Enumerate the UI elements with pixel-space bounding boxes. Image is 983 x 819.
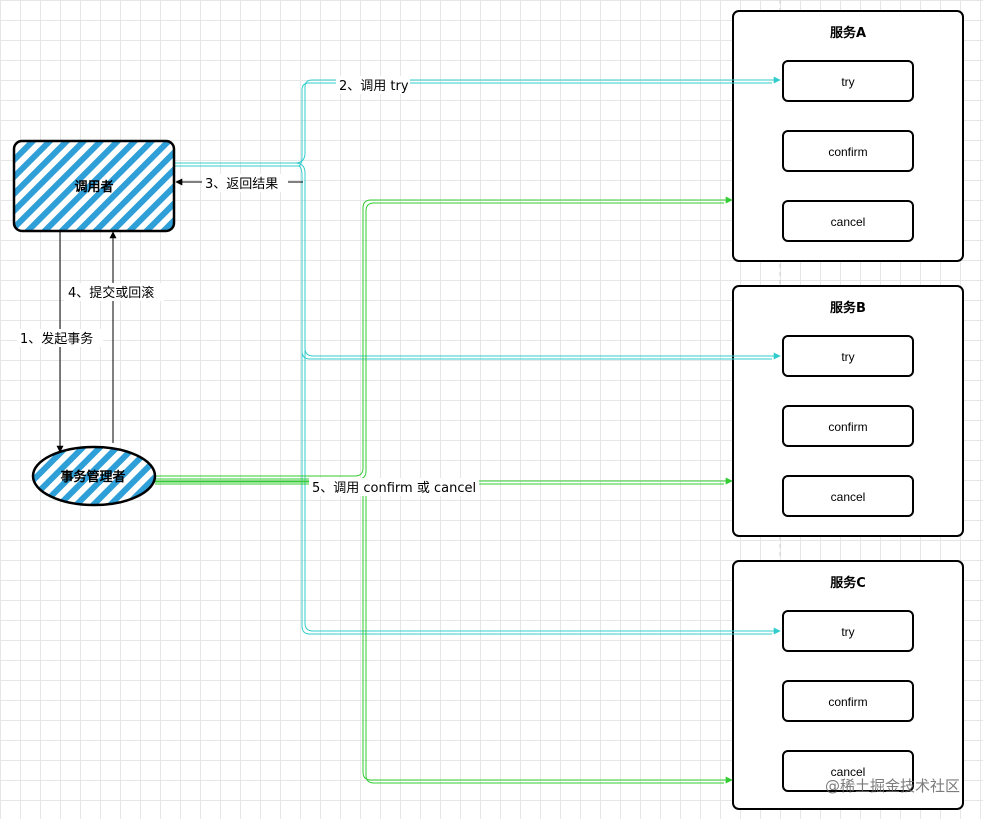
service-a-title: 服务A: [830, 25, 866, 41]
watermark: @稀土掘金技术社区: [825, 777, 960, 795]
service-c-try-box[interactable]: [782, 610, 914, 652]
service-b-try-box[interactable]: [782, 335, 914, 377]
return-result-label-bg: [202, 174, 288, 192]
service-c-confirm-box[interactable]: [782, 680, 914, 722]
service-b[interactable]: 服务B try confirm cancel: [732, 285, 964, 537]
service-c-cancel-label: cancel: [831, 765, 866, 779]
service-b-cancel-label: cancel: [831, 490, 866, 504]
initiate-label-bg: [17, 329, 103, 347]
service-a[interactable]: 服务A try confirm cancel: [732, 10, 964, 262]
tx-manager-node[interactable]: 事务管理者: [31, 445, 157, 507]
service-b-title: 服务B: [830, 300, 866, 316]
service-a-confirm-label: confirm: [828, 145, 867, 159]
confirm-arrow-a: [155, 196, 733, 477]
tx-manager-shape: [31, 445, 157, 507]
try-arrow-c-shadow: [301, 353, 772, 635]
service-a-cancel-box[interactable]: [782, 200, 914, 242]
call-confirm-cancel-label-bg: [309, 478, 479, 496]
commit-rollback-label: 4、提交或回滚: [68, 285, 154, 301]
service-c-try-label: try: [841, 625, 854, 639]
confirm-arrow-c-shadow: [155, 481, 724, 784]
return-result-label: 3、返回结果: [205, 177, 278, 192]
caller-label: 调用者: [74, 179, 113, 195]
caller-shape: [12, 139, 176, 233]
try-arrow-a: [174, 76, 781, 164]
caller-node[interactable]: 调用者: [12, 139, 176, 233]
service-c-cancel-box[interactable]: [782, 750, 914, 792]
commit-rollback-label-bg: [64, 283, 164, 301]
tx-manager-label: 事务管理者: [60, 469, 125, 485]
call-try-label-bg: [336, 76, 410, 94]
service-b-cancel-box[interactable]: [782, 475, 914, 517]
service-a-try-box[interactable]: [782, 60, 914, 102]
service-b-confirm-box[interactable]: [782, 405, 914, 447]
try-arrow-b-shadow: [174, 165, 772, 360]
service-a-confirm-box[interactable]: [782, 130, 914, 172]
call-confirm-cancel-label: 5、调用 confirm 或 cancel: [312, 481, 476, 496]
service-a-try-label: try: [841, 75, 854, 89]
confirm-arrow-a-shadow: [155, 202, 724, 480]
call-try-label: 2、调用 try: [339, 79, 409, 94]
try-arrow-b: [174, 162, 781, 360]
service-b-confirm-label: confirm: [828, 420, 867, 434]
service-c-confirm-label: confirm: [828, 695, 867, 709]
service-c[interactable]: 服务C try confirm cancel: [732, 560, 964, 810]
try-arrows: [174, 76, 781, 635]
initiate-label: 1、发起事务: [20, 331, 93, 347]
service-b-try-label: try: [841, 350, 854, 364]
confirm-arrow-c: [155, 478, 733, 784]
try-arrow-a-shadow: [174, 82, 772, 167]
service-c-title: 服务C: [830, 575, 866, 591]
try-arrow-c: [304, 350, 781, 635]
service-a-cancel-label: cancel: [831, 215, 866, 229]
